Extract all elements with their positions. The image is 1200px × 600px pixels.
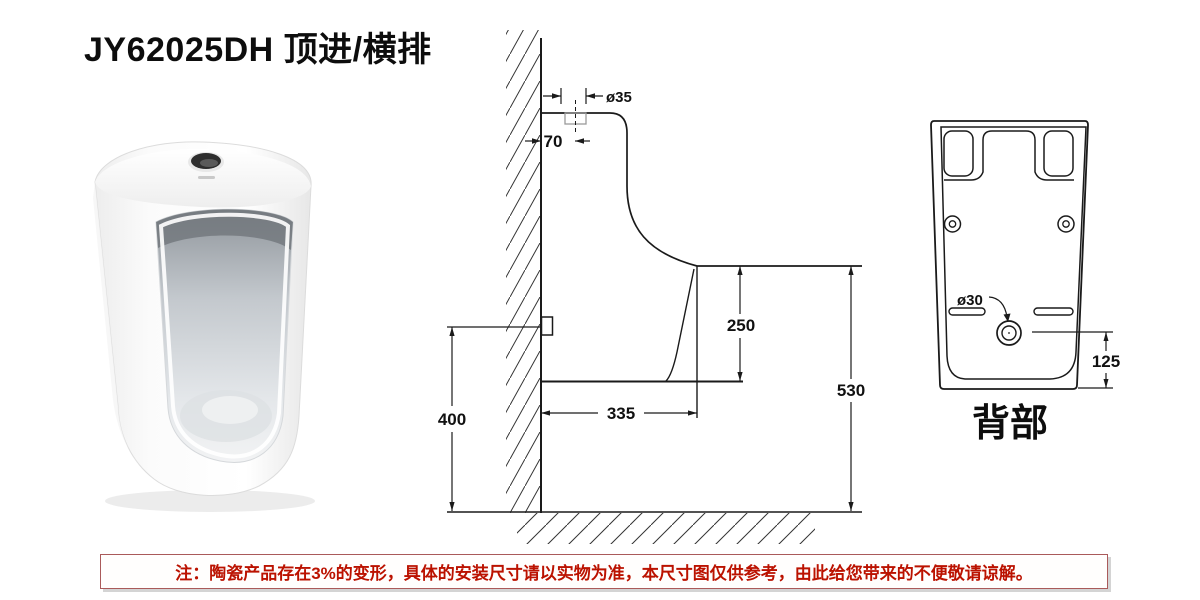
bowl-inner-rim <box>158 212 291 459</box>
dim-drain-diameter-label: ø30 <box>957 292 983 309</box>
dim-inlet-offset <box>525 138 590 144</box>
drain-leader-arrow <box>1003 313 1011 322</box>
back-view-drawing: ø30 125 <box>930 120 1120 390</box>
profile-top-outline <box>541 112 862 267</box>
drain-hole <box>996 320 1022 346</box>
dim-depth <box>541 410 697 416</box>
back-center-tab <box>944 130 1074 181</box>
back-inner-outline <box>940 126 1087 380</box>
disclaimer-note-box: 注：陶瓷产品存在3%的变形，具体的安装尺寸请以实物为准，本尺寸图仅供参考，由此给… <box>100 554 1108 589</box>
mounting-hole-left <box>943 215 962 233</box>
dim-outlet-height-label: 400 <box>438 410 466 429</box>
inlet-hole-highlight <box>200 159 218 167</box>
back-cutout-left <box>943 130 974 177</box>
back-slot-right <box>1033 307 1074 316</box>
disclaimer-note-text: 注：陶瓷产品存在3%的变形，具体的安装尺寸请以实物为准，本尺寸图仅供参考，由此给… <box>175 564 1033 583</box>
mounting-hole-right <box>1057 215 1075 233</box>
floor-hatching <box>517 513 815 544</box>
outlet-pipe <box>540 316 554 336</box>
back-view-caption: 背部 <box>971 403 1048 445</box>
back-slot-left <box>948 307 986 316</box>
product-photo <box>60 118 345 518</box>
dim-depth-label: 335 <box>607 404 635 423</box>
wall-hatching <box>506 30 541 513</box>
drain-leader-line <box>988 296 1008 318</box>
dim-rim-to-shelf <box>737 266 743 381</box>
bowl-bottom-highlight <box>202 396 258 424</box>
side-section-drawing: ø35 70 250 530 400 335 <box>438 30 865 544</box>
dim-rim-to-shelf-label: 250 <box>727 316 755 335</box>
dim-drain-height-label: 125 <box>1092 352 1120 371</box>
back-cutout-right <box>1043 130 1074 177</box>
dim-outlet-height <box>447 326 541 511</box>
back-outer-outline <box>930 120 1089 390</box>
page-title: JY62025DH 顶进/横排 <box>84 31 432 69</box>
photo-shadow <box>105 490 315 512</box>
urinal-photo-illustration <box>93 141 315 512</box>
body-sheen <box>93 182 140 466</box>
dim-total-height-label: 530 <box>837 381 865 400</box>
dim-drain-height <box>1032 331 1113 389</box>
profile-inner-slant <box>665 268 695 382</box>
dim-inlet-offset-label: 70 <box>544 132 563 151</box>
brand-logo-mark <box>198 176 215 179</box>
dim-inlet-diameter-label: ø35 <box>606 89 632 106</box>
dim-total-height <box>848 266 854 511</box>
dim-inlet-diameter <box>543 88 603 104</box>
